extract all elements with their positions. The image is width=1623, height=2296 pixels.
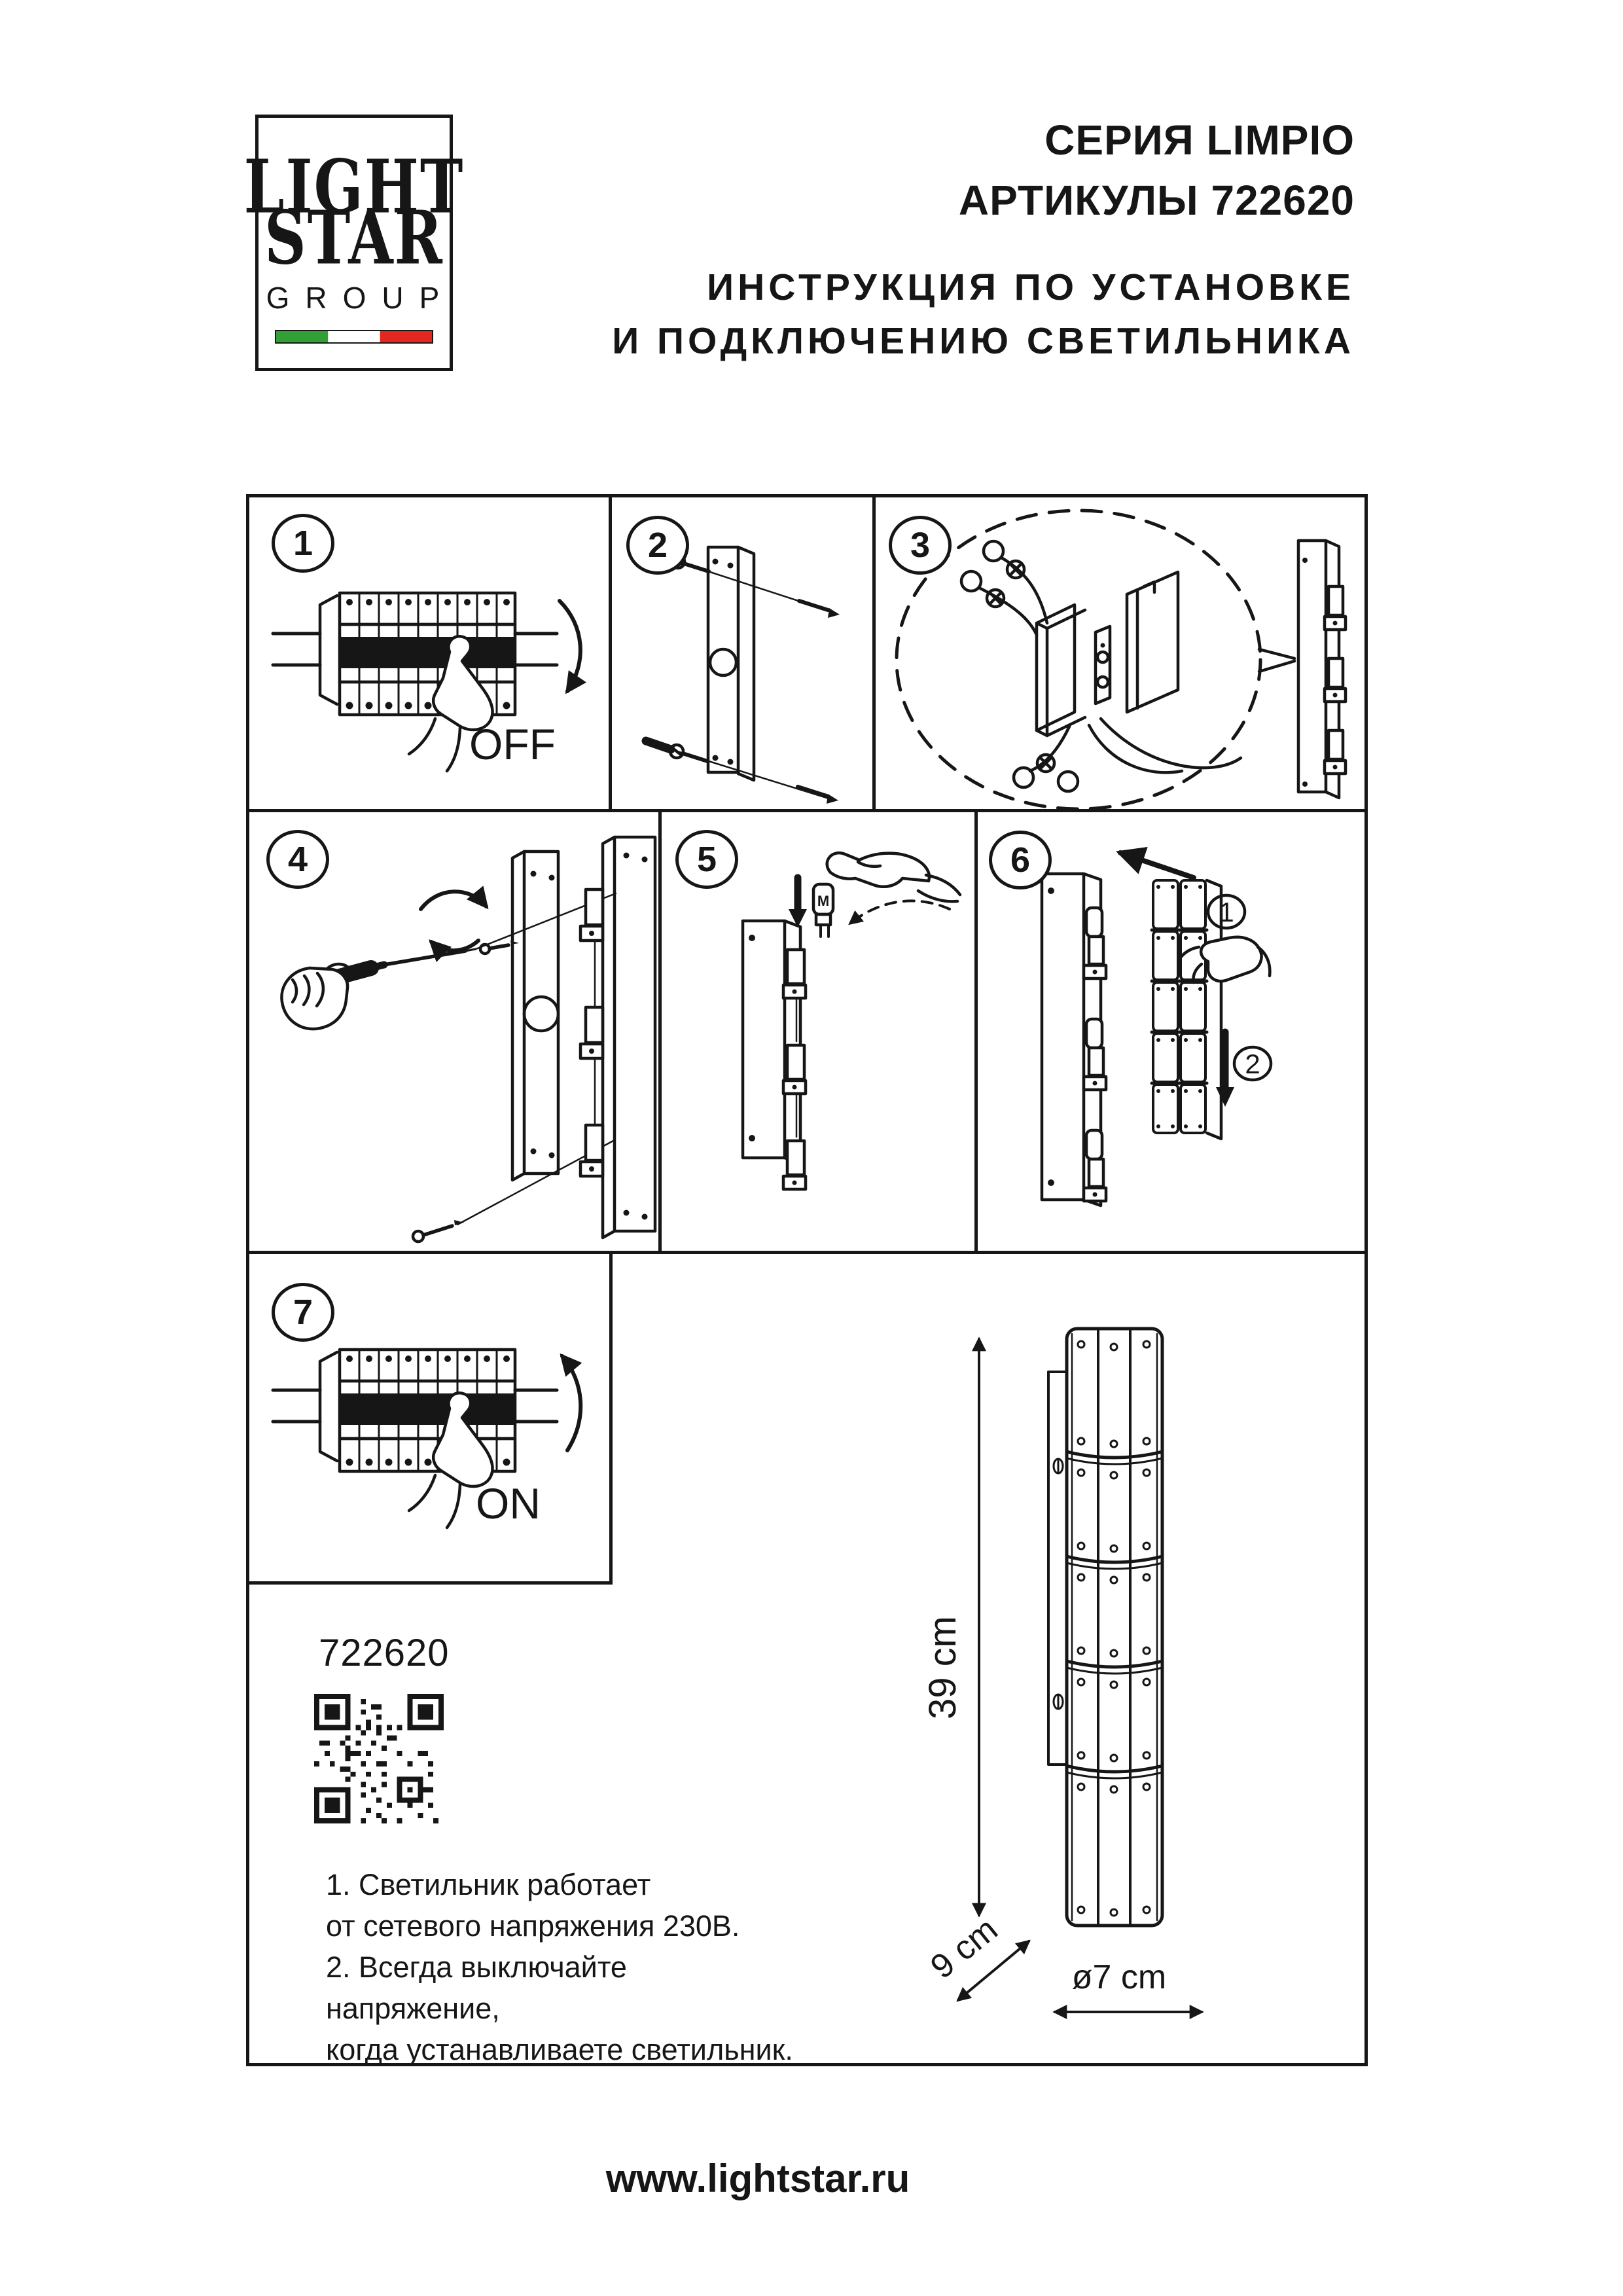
inner-step2-badge: 2: [1232, 1045, 1273, 1082]
step-1-illustration: OFF: [271, 591, 587, 773]
logo-word-star: STAR: [264, 194, 444, 281]
holding-hand-icon: [280, 962, 351, 1031]
note-line: когда устанавливаете светильник.: [326, 2033, 793, 2066]
step-7-number: 7: [272, 1283, 334, 1342]
diameter-dimension-label: ø7 cm: [1072, 1958, 1166, 1996]
switch-up-arrow-icon: [560, 1353, 583, 1452]
grid-line: [658, 812, 662, 1251]
g9-bulb-icon: M: [812, 882, 835, 938]
insert-down-arrow-icon: [789, 874, 807, 927]
grid-line: [609, 497, 612, 809]
pressing-hand-icon: [407, 635, 494, 773]
note-line: 2. Всегда выключайте напряжение,: [326, 1950, 627, 2025]
terminal-block-drawing: [1035, 570, 1180, 738]
depth-dimension-label: 9 cm: [923, 1910, 1005, 1986]
lightstar-logo: LIGHT STAR GROUP: [244, 115, 463, 371]
mounting-plate-drawing: [510, 850, 560, 1182]
zoom-callout-circle: [895, 509, 1262, 809]
italian-flag-stripe-icon: [275, 330, 433, 344]
step-4-illustration: [280, 835, 657, 1244]
grid-line: [974, 812, 978, 1251]
slatted-cover-drawing: [1150, 878, 1223, 1141]
note-line: от сетевого напряжения 230В.: [326, 1909, 740, 1943]
qr-code: [314, 1694, 444, 1823]
grid-line: [249, 1581, 611, 1585]
circuit-breaker-drawing: [271, 1348, 559, 1473]
article-number: 722620: [319, 1632, 450, 1674]
slide-up-arrow-icon: [1116, 846, 1196, 880]
step-2-number: 2: [626, 516, 689, 575]
dimensions-figure: 39 cm 9 cm ø7 cm: [921, 1327, 1204, 2019]
on-label: ON: [476, 1479, 541, 1528]
slide-down-arrow-icon: [1216, 1028, 1234, 1107]
screw-and-dowel-icons: [641, 547, 840, 804]
height-dimension: 39 cm: [921, 1336, 986, 1918]
svg-text:2: 2: [1245, 1049, 1260, 1079]
step-6-number: 6: [989, 831, 1052, 889]
title-block: СЕРИЯ LIMPIO АРТИКУЛЫ 722620 ИНСТРУКЦИЯ …: [589, 110, 1355, 368]
pressing-hand-icon: [407, 1391, 494, 1530]
fixture-with-bulbs-drawing: [1040, 872, 1108, 1208]
svg-text:1: 1: [1219, 897, 1234, 927]
step-6-illustration: 1 2: [1040, 846, 1273, 1208]
holding-hand-icon: [825, 852, 962, 903]
fixture-back-bar-drawing: [1296, 539, 1347, 800]
grid-line: [609, 1254, 613, 1585]
diameter-dimension: ø7 cm: [1052, 1958, 1204, 2019]
grid-line: [249, 809, 1364, 812]
step-3-number: 3: [889, 516, 952, 575]
fixture-body-drawing: [579, 835, 657, 1240]
dashed-curve-arrow-icon: [848, 899, 951, 925]
safety-notes: 1. Светильник работает от сетевого напря…: [326, 1864, 797, 2070]
instruction-title-line1: ИНСТРУКЦИЯ ПО УСТАНОВКЕ: [707, 266, 1355, 308]
step-5-illustration: M: [741, 852, 962, 1191]
grid-line: [249, 1251, 1364, 1254]
logo-word-group: GROUP: [266, 281, 455, 315]
step-3-illustration: [895, 509, 1347, 809]
switch-down-arrow-icon: [558, 599, 587, 694]
article-title: АРТИКУЛЫ 722620: [958, 177, 1355, 224]
circuit-breaker-drawing: [271, 591, 559, 717]
off-label: OFF: [469, 720, 556, 768]
fixture-body-drawing: [741, 919, 808, 1191]
note-line: 1. Светильник работает: [326, 1868, 651, 1901]
wires-and-lugs-drawing: [959, 539, 1243, 793]
logo-word-light: LIGHT: [243, 143, 465, 230]
svg-text:M: M: [817, 893, 829, 909]
step-1-number: 1: [272, 514, 334, 573]
lamp-front-view-drawing: [1065, 1327, 1164, 1928]
height-dimension-label: 39 cm: [921, 1616, 964, 1719]
website-url: www.lightstar.ru: [605, 2157, 910, 2200]
step-4-number: 4: [266, 830, 329, 889]
bottom-screw-icon: [411, 1220, 464, 1244]
pinching-hand-icon: [1179, 935, 1272, 984]
step-7-illustration: ON: [271, 1348, 583, 1530]
series-title: СЕРИЯ LIMPIO: [1044, 117, 1355, 164]
instruction-title-line2: И ПОДКЛЮЧЕНИЮ СВЕТИЛЬНИКА: [612, 320, 1355, 362]
inner-step1-badge: 1: [1206, 893, 1247, 930]
steps-grid: 1 2 3 4 5 6 7: [246, 494, 1368, 2066]
grid-line: [872, 497, 876, 809]
mounting-plate-drawing: [706, 545, 756, 782]
step-5-number: 5: [675, 830, 738, 889]
depth-dimension: 9 cm: [923, 1910, 1031, 2002]
callout-pointer: [1257, 647, 1296, 673]
rotation-arrow-icon: [419, 886, 489, 963]
